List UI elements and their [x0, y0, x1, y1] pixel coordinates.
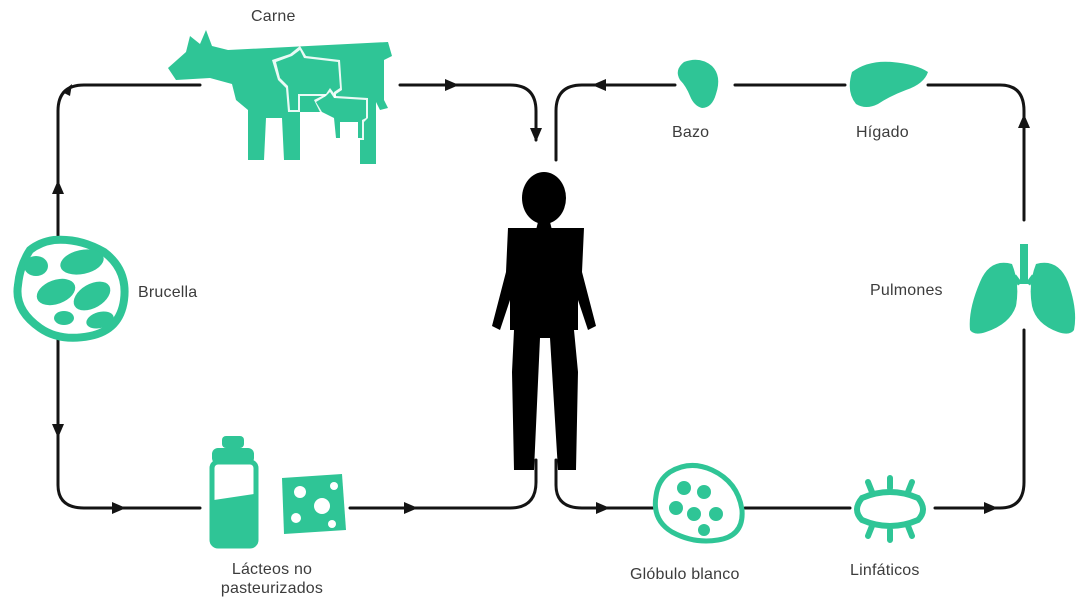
arrow-top-left	[445, 79, 459, 91]
arrow-top-right-left	[592, 79, 606, 91]
human-figure-icon	[492, 172, 596, 470]
path-organs-to-person	[556, 85, 1024, 220]
arrow-bottom-right-1	[596, 502, 610, 514]
lungs-icon	[970, 244, 1075, 334]
label-brucella: Brucella	[138, 284, 197, 302]
label-bazo: Bazo	[672, 124, 709, 142]
label-carne: Carne	[251, 8, 296, 26]
label-globulo-blanco: Glóbulo blanco	[630, 566, 740, 584]
label-lacteos: Lácteos no pasteurizados	[197, 560, 347, 598]
cheese-icon	[282, 474, 346, 534]
label-lacteos-line1: Lácteos no	[197, 560, 347, 579]
arrow-bottom-mid	[404, 502, 418, 514]
lymph-vessel-icon	[857, 478, 923, 540]
arrow-up-left	[52, 180, 64, 194]
label-lacteos-line2: pasteurizados	[197, 579, 347, 598]
arrow-down-to-person	[530, 128, 542, 142]
arrow-up-right	[1018, 114, 1030, 128]
label-linfaticos: Linfáticos	[850, 562, 920, 580]
path-carne-to-person	[400, 85, 536, 140]
milk-bottle-icon	[212, 436, 256, 546]
arrow-bottom-right-2	[984, 502, 998, 514]
arrow-bottom-left	[112, 502, 126, 514]
spleen-icon	[678, 60, 719, 108]
label-pulmones: Pulmones	[870, 282, 943, 300]
label-higado: Hígado	[856, 124, 909, 142]
path-person-to-lymph	[556, 330, 1024, 508]
liver-icon	[850, 62, 928, 107]
white-blood-cell-icon	[655, 465, 742, 541]
bacteria-cluster-icon	[17, 240, 124, 338]
arrow-down-left	[52, 424, 64, 438]
cattle-icon	[168, 30, 392, 164]
